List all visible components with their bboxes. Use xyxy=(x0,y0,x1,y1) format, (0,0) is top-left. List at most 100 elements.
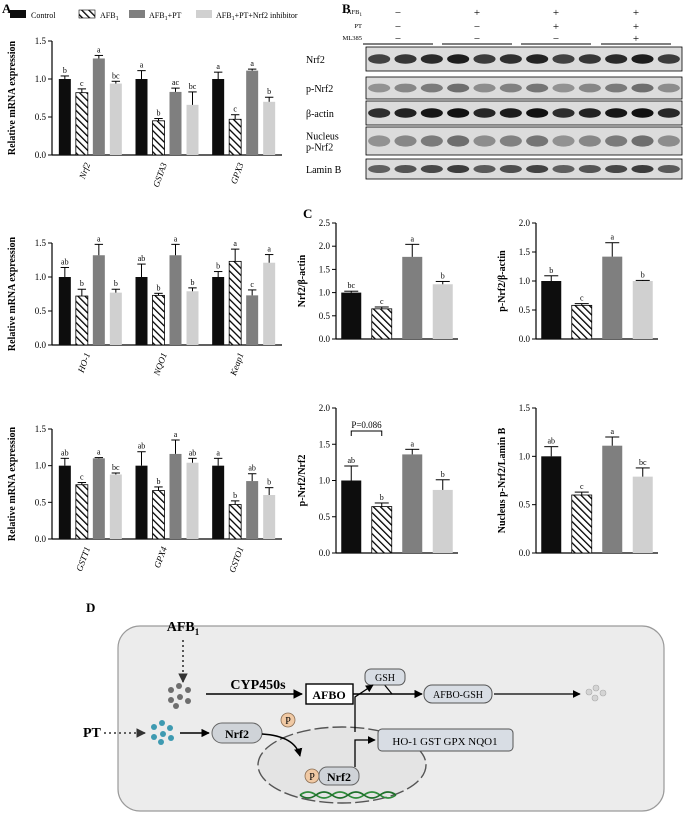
legend-label-afb1-pt: AFB xyxy=(149,11,165,20)
series-2-bar xyxy=(246,295,259,345)
legend-label-inhibitor: AFB xyxy=(216,11,232,20)
y-tick-label: 0.5 xyxy=(35,112,47,122)
afbo-label: AFBO xyxy=(312,688,345,702)
afb1-sub: 1 xyxy=(195,627,200,637)
series-0-bar xyxy=(212,465,225,539)
blot-band xyxy=(368,165,391,173)
treatment-sign: + xyxy=(553,7,559,19)
afbo-gsh-label: AFBO-GSH xyxy=(433,690,483,701)
y-tick-label: 1.0 xyxy=(519,276,531,286)
series-3-significance-letter: bc xyxy=(189,82,197,91)
x-tick-label: Nrf2 xyxy=(77,161,93,181)
treatment-sign: + xyxy=(633,21,639,33)
blot-band xyxy=(499,108,522,118)
blot-band xyxy=(631,165,654,173)
y-tick-label: 1.0 xyxy=(519,451,531,461)
blot-band xyxy=(605,165,628,173)
series-0-significance-letter: ab xyxy=(138,442,146,451)
series-0-bar xyxy=(135,277,148,345)
treatment-sign: − xyxy=(553,33,559,45)
y-tick-label: 2.0 xyxy=(519,218,531,228)
series-3-bar xyxy=(263,495,276,539)
blot-band xyxy=(473,83,496,93)
phospho-label-nucleus: P xyxy=(309,772,315,783)
afbo-gsh-box xyxy=(423,684,493,704)
series-3-significance-letter: b xyxy=(267,478,271,487)
panel-letter-b: B xyxy=(342,1,351,16)
group-1-significance-letter: c xyxy=(580,294,584,303)
svg-text:AFB1: AFB1 xyxy=(167,620,200,637)
y-axis-label: p-Nrf2/Nrf2 xyxy=(297,455,308,507)
group-1-significance-letter: c xyxy=(580,482,584,491)
series-3-significance-letter: b xyxy=(267,87,271,96)
group-3-significance-letter: bc xyxy=(639,458,647,467)
svg-text:AFB1: AFB1 xyxy=(100,11,119,22)
series-2-bar xyxy=(92,255,105,345)
blot-band xyxy=(447,54,470,64)
blot-strip xyxy=(365,46,683,72)
western-blot: AFB1−+++PT−−++ML385−−−+Nrf2p-Nrf2β-actin… xyxy=(306,7,683,180)
blot-row-label: p-Nrf2 xyxy=(306,84,333,95)
legend-suffix-inhibitor: +PT+Nrf2 inhibitor xyxy=(235,11,298,20)
series-3-bar xyxy=(109,474,122,539)
pathway-diagram: AFB1 CYP450s AFBO GSH AFBO-GSH PT xyxy=(83,620,665,812)
legend-label-control: Control xyxy=(31,11,56,20)
series-1-bar xyxy=(152,120,165,156)
series-1-significance-letter: c xyxy=(233,105,237,114)
y-tick-label: 1.0 xyxy=(35,461,47,471)
x-tick-label: Keap1 xyxy=(228,351,246,377)
blot-band xyxy=(631,135,654,147)
blot-band xyxy=(552,54,575,64)
y-tick-label: 1.5 xyxy=(319,439,331,449)
series-1-significance-letter: b xyxy=(157,477,161,486)
y-tick-label: 1.5 xyxy=(35,424,47,434)
group-3-bar xyxy=(432,489,453,553)
series-1-bar xyxy=(228,260,242,346)
y-tick-label: 0.0 xyxy=(519,334,531,344)
comparison-bracket xyxy=(350,430,383,436)
blot-band xyxy=(605,108,628,118)
treatment-sign: − xyxy=(474,33,480,45)
y-tick-label: 1.0 xyxy=(35,74,47,84)
group-0-bar xyxy=(541,456,562,553)
group-0-bar xyxy=(341,480,362,553)
treatment-label: ML385 xyxy=(343,35,363,42)
group-1-bar xyxy=(371,308,393,340)
series-1-bar xyxy=(152,294,165,346)
blot-band xyxy=(368,135,391,147)
series-1-significance-letter: b xyxy=(157,283,161,292)
blot-row-label: Nrf2 xyxy=(306,55,325,66)
nrf2-cyto-box xyxy=(211,722,263,744)
x-tick-label: GSTO1 xyxy=(227,545,246,574)
blot-band xyxy=(552,135,575,147)
blot-band xyxy=(473,135,496,147)
blot-band xyxy=(578,165,601,173)
blot-band xyxy=(420,108,443,118)
group-0-significance-letter: ab xyxy=(347,456,355,465)
blot-band xyxy=(368,83,391,93)
group-2-significance-letter: a xyxy=(410,234,414,243)
blot-band xyxy=(526,165,549,173)
blot-row-label: Nucleus xyxy=(306,132,339,143)
blot-band xyxy=(578,83,601,93)
nrf2-nuclear-label: Nrf2 xyxy=(327,770,351,784)
y-tick-label: 0.5 xyxy=(35,306,47,316)
treatment-sign: − xyxy=(395,33,401,45)
panel-letter-c: C xyxy=(303,206,312,221)
series-2-bar xyxy=(246,70,259,155)
series-3-bar xyxy=(263,101,276,155)
series-1-bar xyxy=(75,484,89,540)
y-axis-label: Nrf2/β-actin xyxy=(297,254,308,307)
phospho-label-cyto: P xyxy=(285,716,291,727)
series-0-significance-letter: a xyxy=(216,448,220,457)
y-tick-label: 1.0 xyxy=(35,272,47,282)
series-2-significance-letter: ab xyxy=(248,464,256,473)
y-tick-label: 0.5 xyxy=(319,311,331,321)
series-2-significance-letter: a xyxy=(174,430,178,439)
legend-sub-afb1: 1 xyxy=(116,16,119,22)
blot-strip xyxy=(365,100,683,126)
